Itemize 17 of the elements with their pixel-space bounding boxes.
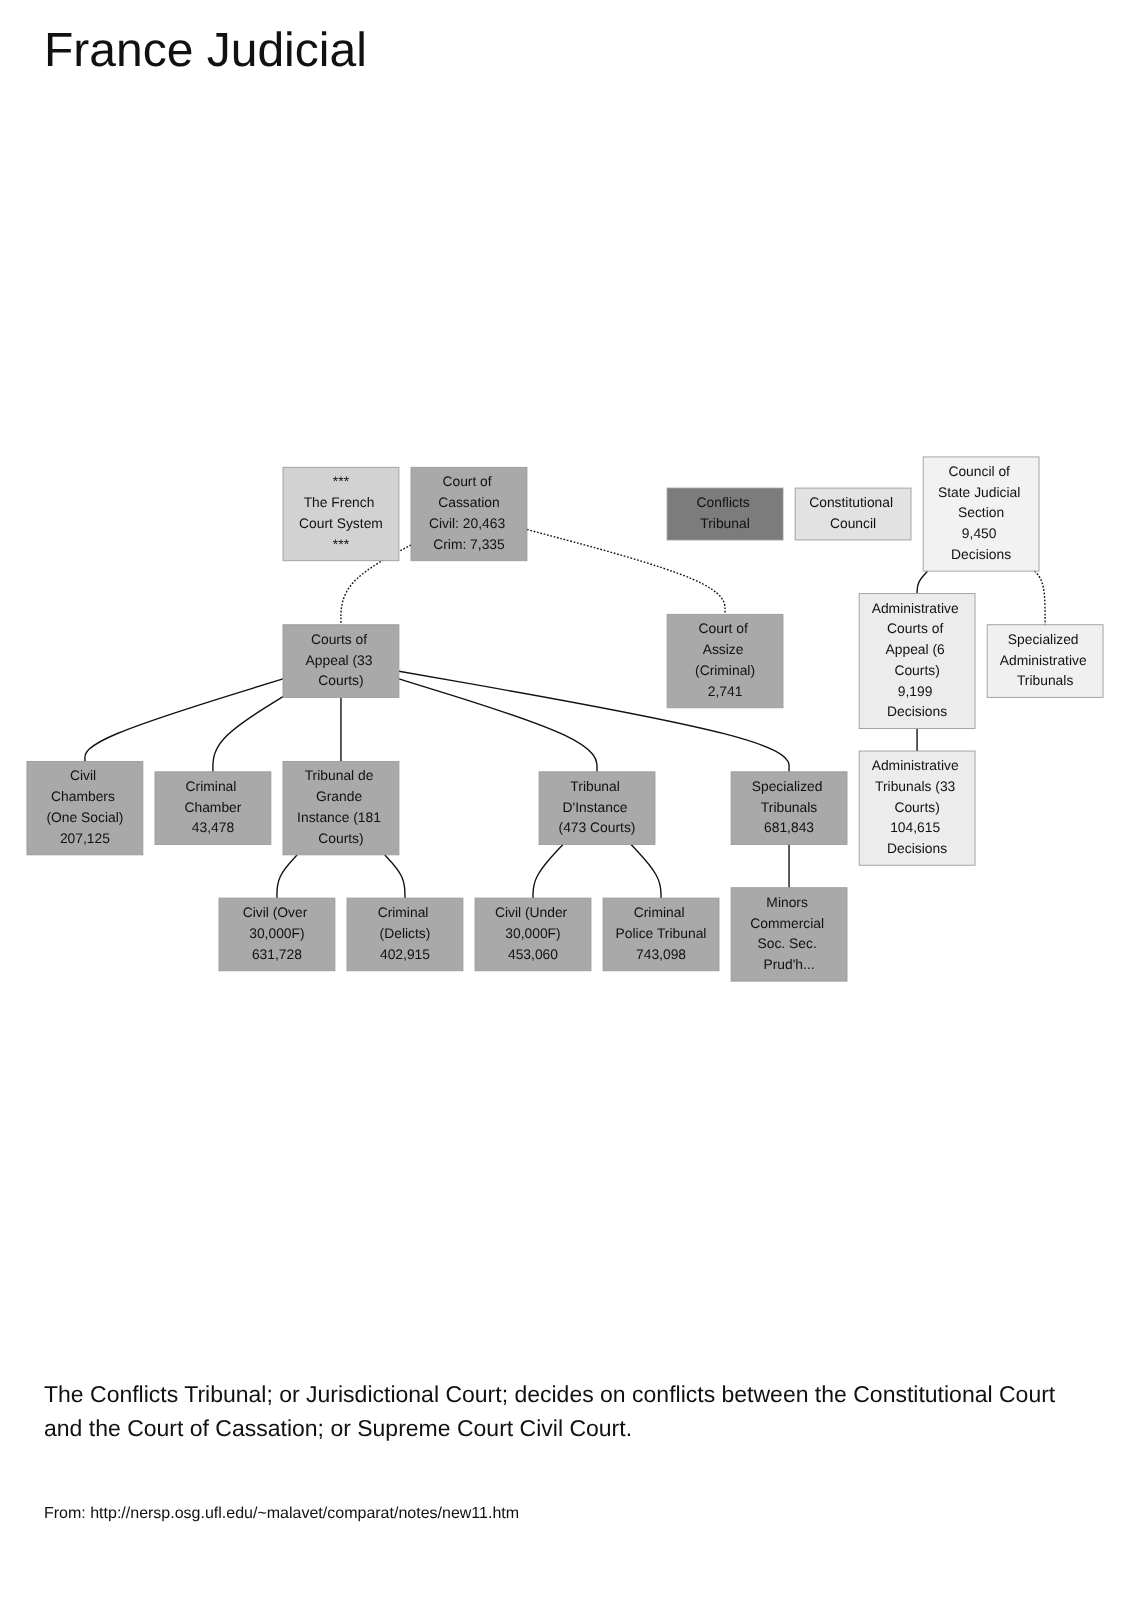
connector (526, 529, 726, 617)
connector (384, 855, 406, 900)
source-note: From: http://nersp.osg.ufl.edu/~malavet/comparat/notes/new11.htm (44, 1504, 520, 1522)
connector (788, 844, 790, 890)
connector (1033, 571, 1046, 627)
connector (340, 697, 342, 764)
connector (276, 855, 298, 900)
title: France Judicial (44, 24, 367, 80)
connector (398, 671, 790, 774)
caption: The Conflicts Tribunal; or Jurisdictional Court; decides on conflicts between the Constitutional Court and the Court of Cassation; or Supreme Court Civil Court. (44, 1382, 1058, 1446)
connector (340, 545, 412, 627)
connector (630, 844, 662, 900)
connector (532, 844, 564, 900)
connector (398, 679, 598, 774)
connector (212, 697, 284, 774)
connector (916, 571, 929, 596)
connector (84, 679, 284, 764)
